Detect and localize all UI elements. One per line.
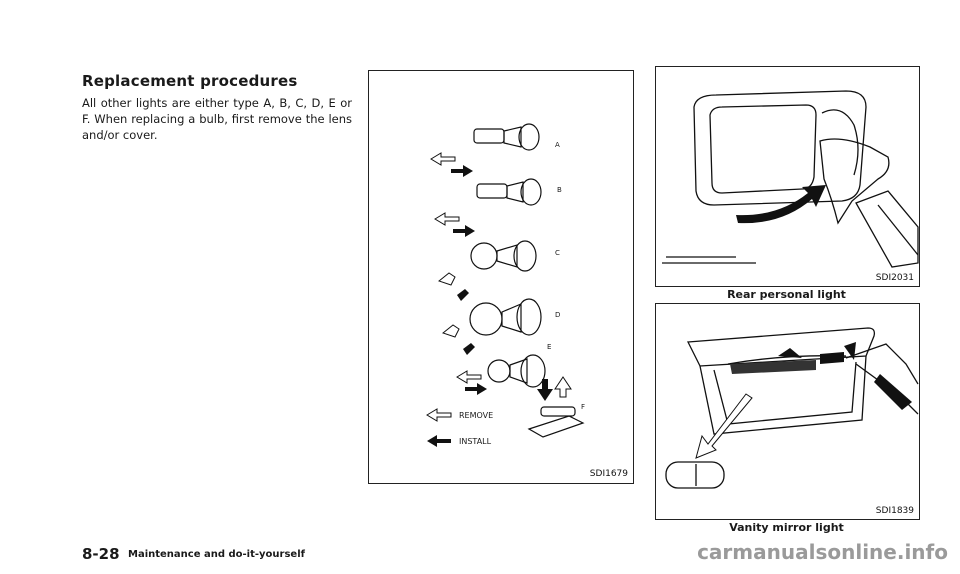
bulb-type-b-label: B xyxy=(557,186,562,194)
section-name: Maintenance and do-it-yourself xyxy=(128,549,305,560)
bulb-type-a-label: A xyxy=(555,141,560,149)
rear-light-figure: SDI2031 xyxy=(655,66,920,287)
bulb-type-d-label: D xyxy=(555,311,561,319)
legend-remove-label: REMOVE xyxy=(459,411,494,420)
bulb-types-figure: A B C D E F REMOVE INSTALL SDI1679 xyxy=(368,70,634,484)
section-heading: Replacement procedures xyxy=(82,72,298,90)
vanity-light-caption: Vanity mirror light xyxy=(729,521,844,534)
figure-code: SDI2031 xyxy=(875,273,914,283)
figure-code: SDI1839 xyxy=(875,506,914,516)
bulb-type-e-label: E xyxy=(547,343,552,351)
section-body: All other lights are either type A, B, C… xyxy=(82,96,352,142)
watermark: carmanualsonline.info xyxy=(697,540,948,564)
legend-install-label: INSTALL xyxy=(459,437,492,446)
bulb-type-f-label: F xyxy=(581,403,586,411)
vanity-light-illustration xyxy=(665,327,919,489)
rear-light-caption: Rear personal light xyxy=(727,288,846,301)
figure-code: SDI1679 xyxy=(589,469,628,479)
bulb-type-c-label: C xyxy=(555,249,560,257)
bulb-types-illustration xyxy=(426,123,585,447)
vanity-light-figure: SDI1839 xyxy=(655,303,920,520)
rear-light-illustration xyxy=(662,90,919,268)
page-number: 8-28 xyxy=(82,545,120,563)
